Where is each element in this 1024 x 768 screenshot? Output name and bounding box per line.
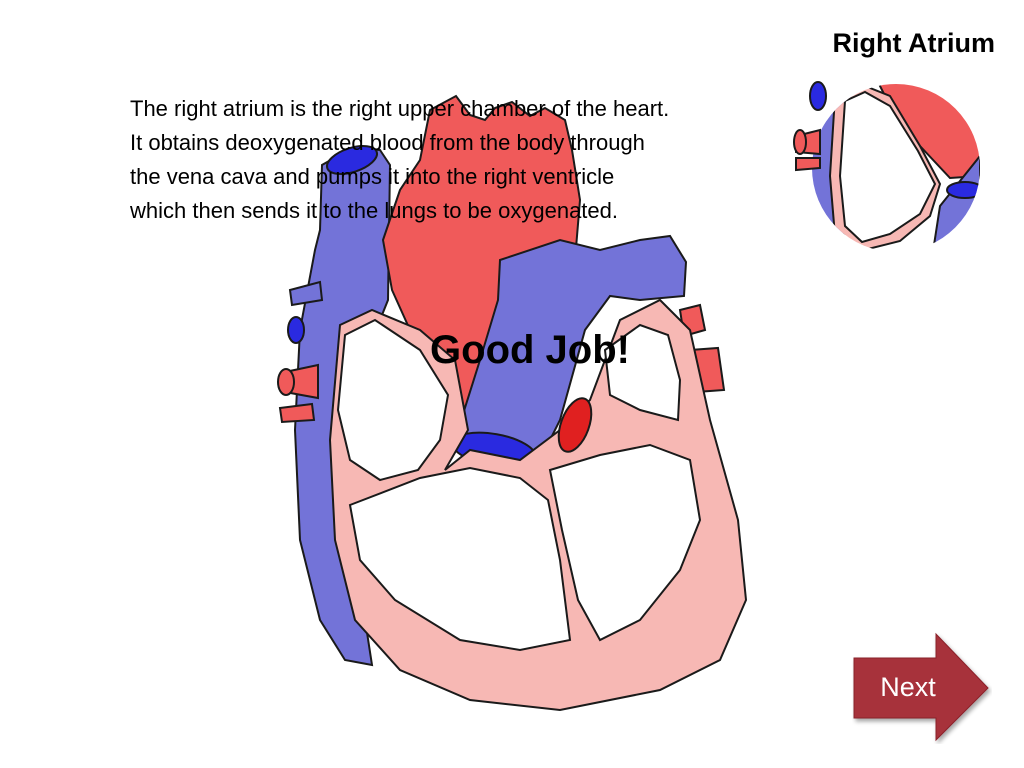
right-ventricle-chamber: [348, 466, 572, 652]
description-line: which then sends it to the lungs to be o…: [130, 198, 618, 223]
slide-title: Right Atrium: [832, 28, 995, 58]
description-line: the vena cava and pumps it into the righ…: [130, 164, 615, 189]
next-arrow-shape: [853, 632, 989, 742]
status-message: Good Job!: [430, 328, 630, 372]
description-line: The right atrium is the right upper cham…: [130, 96, 670, 121]
next-button[interactable]: Next: [852, 632, 992, 744]
left-atrium-chamber: [603, 323, 682, 422]
description-line: It obtains deoxygenated blood from the b…: [130, 130, 645, 155]
right-atrium-thumbnail: [793, 81, 980, 252]
right-atrium-chamber: [336, 318, 450, 482]
vena-cava-opening: [325, 145, 379, 175]
heart-diagram: [277, 94, 748, 712]
description-text: The right atrium is the right upper cham…: [130, 92, 790, 228]
next-button-label: Next: [880, 672, 936, 702]
left-ventricle-chamber: [548, 443, 702, 642]
